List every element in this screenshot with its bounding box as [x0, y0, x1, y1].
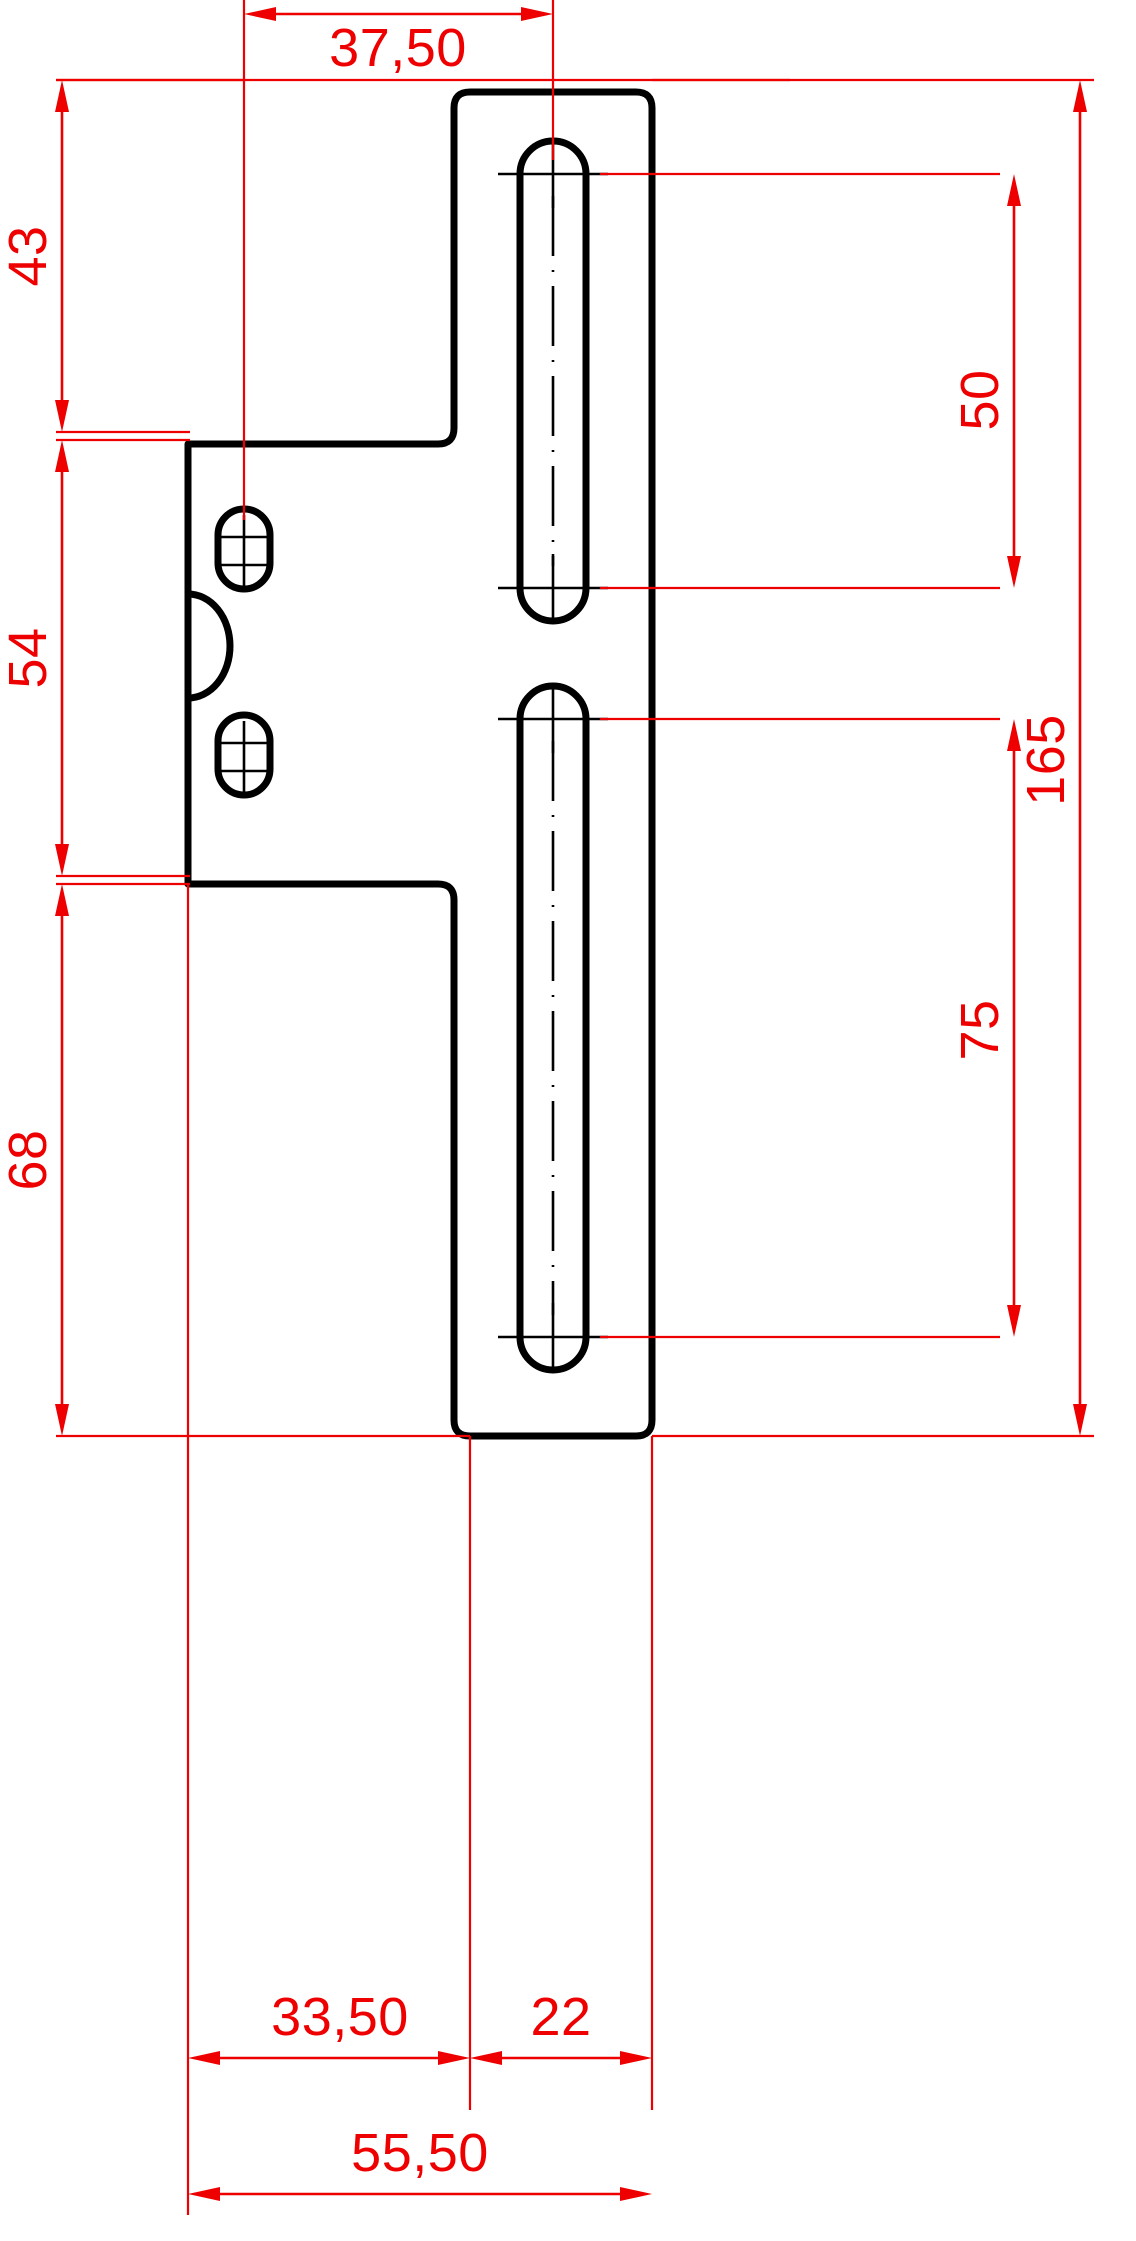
- dimension-label-55-50: 55,50: [351, 2123, 489, 2183]
- lower-small-slot: [214, 711, 274, 799]
- part-outline: [184, 88, 656, 1440]
- dimension-left-54: 54: [0, 438, 190, 878]
- dimension-bottom-55-50: 55,50: [188, 2123, 652, 2201]
- dimension-right-165: 165: [652, 78, 1094, 1438]
- dimension-label-50: 50: [950, 369, 1010, 430]
- dimension-label-22: 22: [530, 1987, 591, 2047]
- dimension-label-37-50: 37,50: [329, 18, 467, 78]
- dimension-bottom-22: 22: [470, 1987, 652, 2065]
- side-notch: [184, 590, 234, 702]
- dimension-label-43: 43: [0, 225, 58, 286]
- dimension-bottom-33-50: 33,50: [186, 884, 654, 2215]
- upper-small-slot-center-marks: [219, 515, 269, 588]
- dimension-left-43: 43: [0, 78, 244, 434]
- dimension-right-75: 75: [600, 717, 1021, 1339]
- dimension-label-68: 68: [0, 1129, 58, 1190]
- dimension-label-54: 54: [0, 627, 58, 688]
- upper-small-slot: [214, 505, 274, 593]
- dimension-label-75: 75: [950, 999, 1010, 1060]
- dimension-label-33-50: 33,50: [271, 1987, 409, 2047]
- dimension-label-165: 165: [1016, 714, 1076, 806]
- lower-small-slot-center-marks: [219, 721, 269, 794]
- dimension-right-50: 50: [600, 172, 1021, 590]
- dimension-left-68: 68: [0, 882, 470, 1438]
